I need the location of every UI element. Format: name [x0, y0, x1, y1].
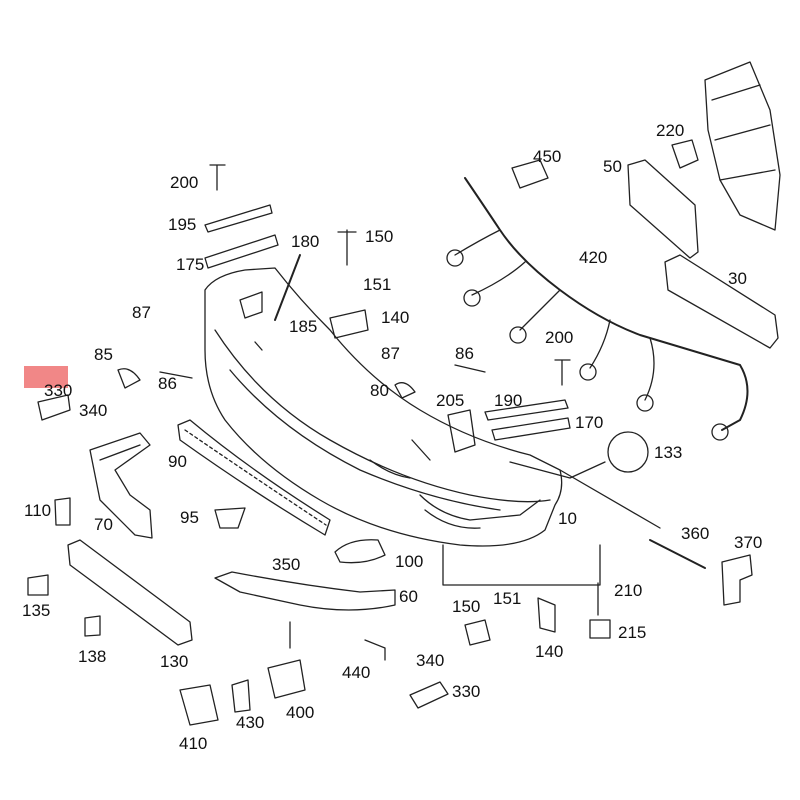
label-370: 370 [734, 533, 763, 552]
label-90: 90 [168, 452, 187, 471]
label-140-bottom: 140 [535, 642, 564, 661]
label-85: 85 [94, 345, 113, 364]
carrier [704, 61, 781, 231]
label-350: 350 [272, 555, 301, 574]
fog-cover [334, 539, 386, 564]
label-330-left: 330 [44, 381, 73, 400]
label-410: 410 [179, 734, 208, 753]
label-151-top: 151 [363, 275, 392, 294]
label-340-bottom: 340 [416, 651, 445, 670]
label-215: 215 [618, 623, 647, 642]
lower-trim [214, 571, 396, 611]
label-195: 195 [168, 215, 197, 234]
label-185: 185 [289, 317, 318, 336]
label-86-right: 86 [455, 344, 474, 363]
bumper-cover [204, 267, 563, 547]
label-140-top: 140 [381, 308, 410, 327]
label-110: 110 [24, 501, 52, 520]
label-420: 420 [579, 248, 608, 267]
label-360: 360 [681, 524, 710, 543]
label-86-left: 86 [158, 374, 177, 393]
label-133: 133 [654, 443, 683, 462]
label-138: 138 [78, 647, 107, 666]
label-100: 100 [395, 552, 424, 571]
label-340-left: 340 [79, 401, 108, 420]
label-205: 205 [436, 391, 465, 410]
label-60: 60 [399, 587, 418, 606]
label-190: 190 [494, 391, 523, 410]
label-210: 210 [614, 581, 643, 600]
label-175: 175 [176, 255, 205, 274]
label-87-left: 87 [132, 303, 151, 322]
highlight-marker [24, 366, 68, 388]
label-200-right: 200 [545, 328, 574, 347]
label-150-bottom: 150 [452, 597, 481, 616]
bracket-30 [664, 254, 779, 349]
label-130: 130 [160, 652, 189, 671]
label-95: 95 [180, 508, 199, 527]
label-87-right: 87 [381, 344, 400, 363]
label-135: 135 [22, 601, 51, 620]
label-150-top: 150 [365, 227, 394, 246]
label-440: 440 [342, 663, 371, 682]
label-220: 220 [656, 121, 685, 140]
label-430: 430 [236, 713, 265, 732]
label-180: 180 [291, 232, 320, 251]
label-400: 400 [286, 703, 315, 722]
label-330-bottom: 330 [452, 682, 481, 701]
label-80: 80 [370, 381, 389, 400]
license-plate [67, 539, 193, 646]
label-30: 30 [728, 269, 747, 288]
label-450: 450 [533, 147, 562, 166]
label-70: 70 [94, 515, 113, 534]
label-200-top: 200 [170, 173, 199, 192]
side-trim [89, 432, 153, 539]
label-50: 50 [603, 157, 622, 176]
label-10: 10 [558, 509, 577, 528]
label-170: 170 [575, 413, 604, 432]
bracket-50 [627, 159, 699, 259]
label-151-bottom: 151 [493, 589, 522, 608]
lower-grille [177, 419, 331, 536]
